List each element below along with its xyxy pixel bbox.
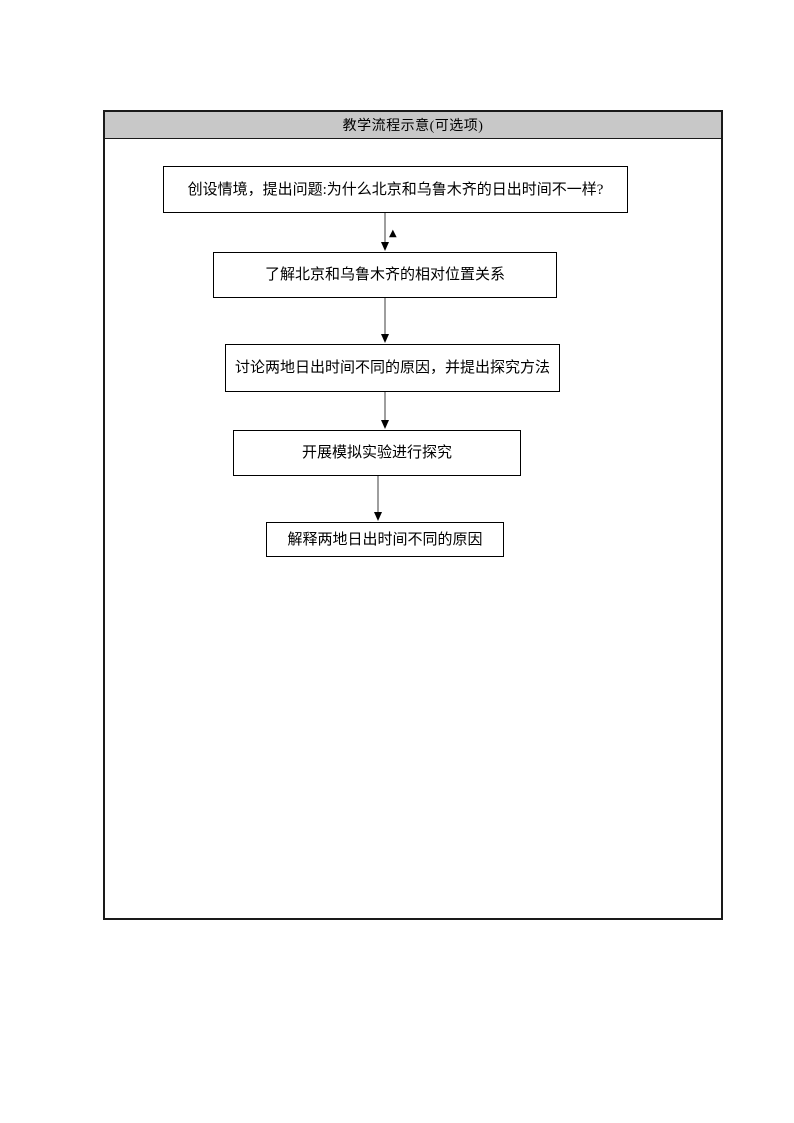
arrow-line [384,213,385,243]
teaching-flow-table: 教学流程示意(可选项) [103,110,723,920]
arrow-head [380,334,389,343]
arrow-line [384,392,385,421]
flow-arrow-down-2-icon [380,298,389,343]
flow-step-4-label: 开展模拟实验进行探究 [301,445,452,461]
arrow-head [380,420,389,429]
flow-step-4: 开展模拟实验进行探究 [233,430,521,476]
flow-step-5-label: 解释两地日出时间不同的原因 [287,531,483,548]
arrow-line [384,298,385,335]
flow-arrow-down-4-icon [373,476,382,521]
arrow-head [380,242,389,251]
flow-step-3-label: 讨论两地日出时间不同的原因，并提出探究方法 [234,360,550,376]
flow-step-1: 创设情境，提出问题:为什么北京和乌鲁木齐的日出时间不一样? [163,166,628,213]
flow-step-3: 讨论两地日出时间不同的原因，并提出探究方法 [225,344,560,392]
anchor-marker-icon: ▲ [389,228,397,239]
flow-step-2: 了解北京和乌鲁木齐的相对位置关系 [213,252,557,298]
arrow-line [377,476,378,513]
flow-step-1-label: 创设情境，提出问题:为什么北京和乌鲁木齐的日出时间不一样? [187,181,604,198]
table-header-row: 教学流程示意(可选项) [105,112,721,139]
table-header-title: 教学流程示意(可选项) [342,119,484,134]
flow-arrow-down-1-icon [380,213,389,251]
arrow-head [373,512,382,521]
flow-step-2-label: 了解北京和乌鲁木齐的相对位置关系 [264,267,505,283]
flow-arrow-down-3-icon [380,392,389,429]
flow-step-5: 解释两地日出时间不同的原因 [266,522,504,557]
